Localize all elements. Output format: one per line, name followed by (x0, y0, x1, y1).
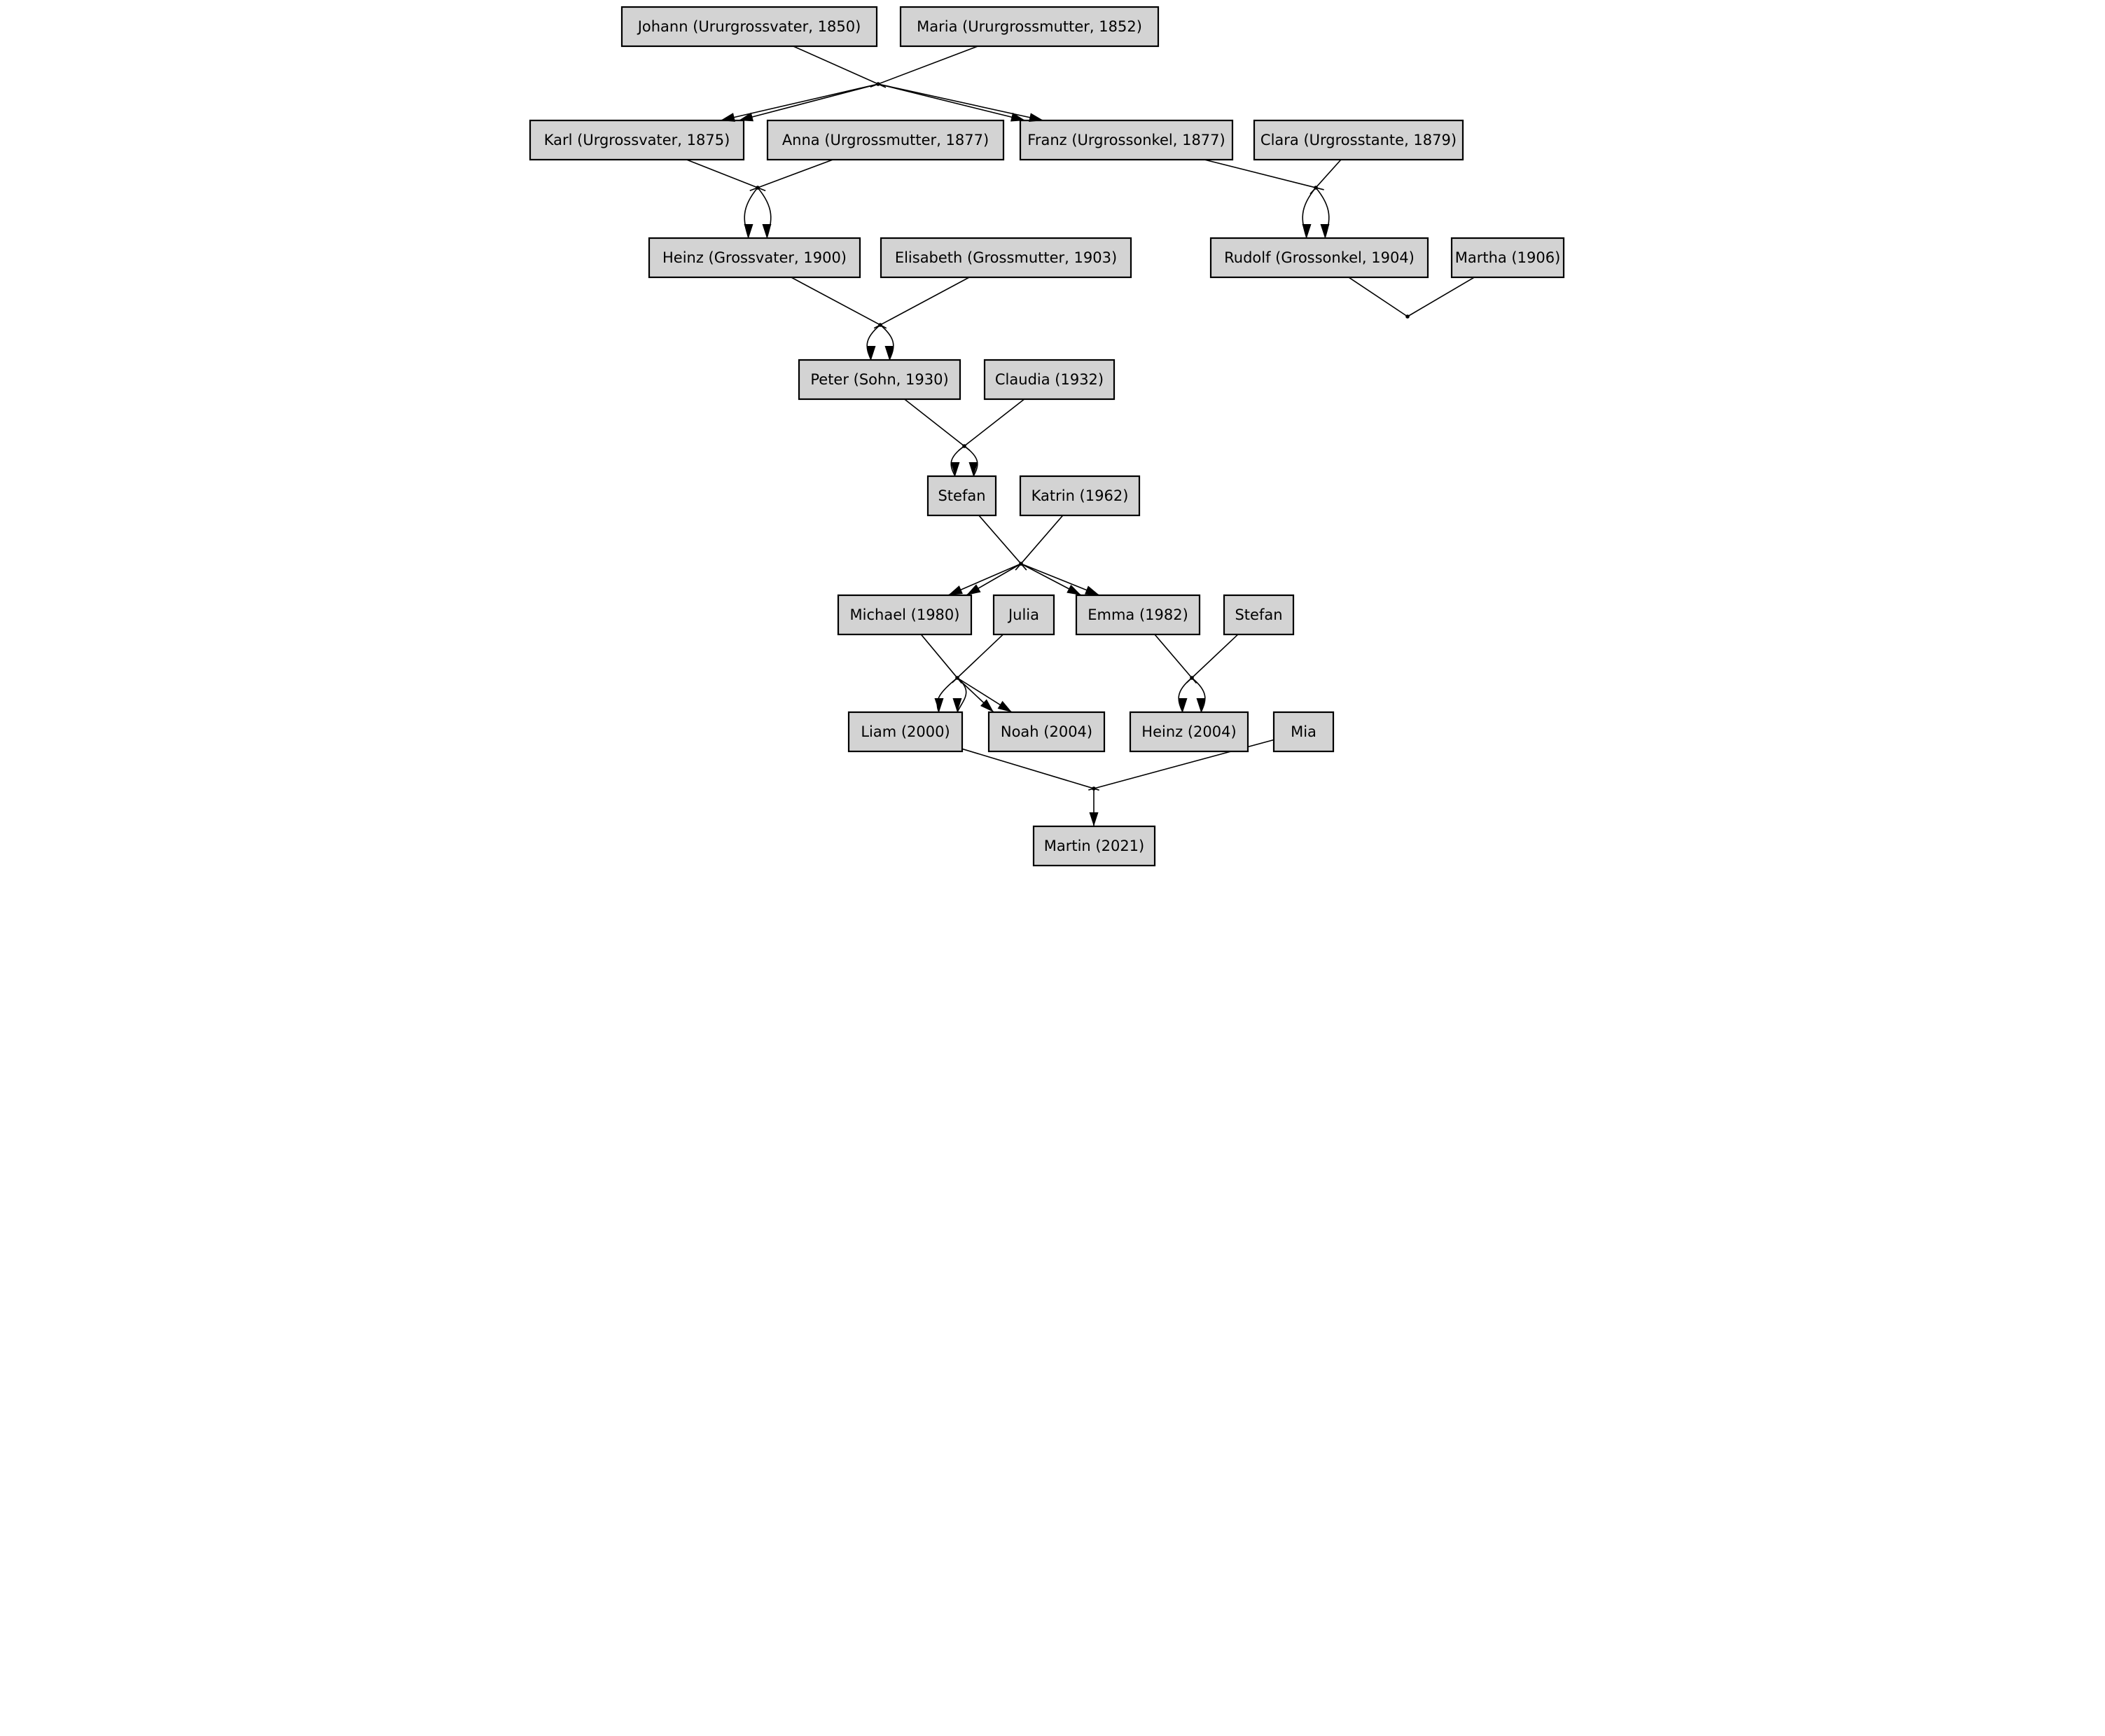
person-label-claudia: Claudia (1932) (994, 371, 1103, 388)
person-label-noah: Noah (2004) (1000, 723, 1092, 740)
arrowhead-franz-b (1028, 113, 1043, 123)
arrowhead-noah-a (980, 699, 994, 712)
person-node-heinz2 (1129, 711, 1249, 753)
person-label-rudolf: Rudolf (Grossonkel, 1904) (1224, 249, 1415, 266)
person-label-michael: Michael (1980) (849, 606, 959, 623)
person-label-martin: Martin (2021) (1043, 838, 1144, 854)
union-dot-u-michael-julia (954, 676, 959, 680)
family-tree-diagram: Johann (Ururgrossvater, 1850) Maria (Urur… (526, 0, 1579, 868)
person-label-karl: Karl (Urgrossvater, 1875) (543, 132, 730, 148)
person-node-katrin (1019, 475, 1140, 517)
arrowhead-stefan1-b (968, 462, 978, 476)
person-label-peter: Peter (Sohn, 1930) (810, 371, 948, 388)
family-tree-page: Johann (Ururgrossvater, 1850) Maria (Urur… (526, 0, 1579, 868)
arrowhead-karl-b (738, 112, 753, 122)
person-node-maria (899, 6, 1159, 48)
arrowhead-emma-b (1084, 585, 1099, 595)
arrowhead-stefan1-a (950, 462, 959, 476)
arrowhead-emma-a (1066, 584, 1081, 595)
person-label-clara: Clara (Urgrosstante, 1879) (1260, 132, 1456, 148)
person-label-maria: Maria (Ururgrossmutter, 1852) (917, 18, 1142, 35)
arrowheads-layer (720, 112, 1329, 826)
person-node-stefan1 (926, 475, 996, 517)
person-node-peter (798, 359, 961, 401)
arrowhead-rudolf-a (1302, 224, 1311, 238)
arrowhead-liam-b (952, 698, 961, 712)
person-node-karl (529, 119, 744, 161)
union-dot-u-emma-stefan2 (1189, 676, 1194, 680)
person-label-liam: Liam (2000) (861, 723, 950, 740)
person-labels-layer: Johann (Ururgrossvater, 1850) Maria (Urur… (543, 18, 1560, 854)
edge-child-karl-b (738, 83, 878, 121)
person-label-mia: Mia (1291, 723, 1317, 740)
edge-child-emma-b (1020, 563, 1099, 596)
arrowhead-liam-a (934, 698, 943, 712)
person-node-clara (1253, 119, 1464, 161)
person-label-heinz1: Heinz (Grossvater, 1900) (662, 249, 847, 266)
edge-child-franz-b (877, 83, 1043, 121)
person-label-heinz2: Heinz (2004) (1141, 723, 1236, 740)
person-node-julia (992, 594, 1055, 636)
person-node-mia (1272, 711, 1334, 753)
edge-child-heinz2-a (1177, 677, 1193, 713)
edge-child-franz-a (877, 83, 1025, 121)
edge-child-stefan1-b (964, 445, 978, 477)
edge-child-heinz2-b (1190, 677, 1206, 713)
arrowhead-michael-b (966, 584, 981, 595)
arrowhead-heinz1-a (744, 224, 753, 238)
union-dot-u-liam-mia (1091, 786, 1096, 791)
union-dots-layer (755, 82, 1410, 791)
person-label-elisabeth: Elisabeth (Grossmutter, 1903) (894, 249, 1116, 266)
edge-child-peter-b (879, 324, 894, 361)
person-node-noah (987, 711, 1105, 753)
arrowhead-martin (1089, 812, 1098, 826)
union-dot-u-rudolf-martha (1405, 314, 1410, 319)
union-dot-u-peter-claudia (961, 444, 966, 448)
edge-child-karl-a (720, 83, 878, 121)
union-dot-u-karl-anna (755, 186, 760, 190)
person-label-stefan1: Stefan (938, 487, 985, 504)
person-label-anna: Anna (Urgrossmutter, 1877) (781, 132, 988, 148)
arrowhead-heinz2-b (1196, 698, 1205, 712)
person-node-martin (1032, 825, 1155, 867)
person-label-franz: Franz (Urgrossonkel, 1877) (1027, 132, 1225, 148)
arrowhead-rudolf-b (1320, 224, 1329, 238)
person-node-martha (1450, 237, 1564, 279)
person-node-heinz1 (648, 237, 861, 279)
person-label-johann: Johann (Ururgrossvater, 1850) (636, 18, 861, 35)
person-node-liam (847, 711, 963, 753)
person-label-emma: Emma (1982) (1088, 606, 1188, 623)
person-boxes-layer (529, 6, 1564, 867)
person-node-claudia (983, 359, 1115, 401)
arrowhead-peter-b (884, 346, 894, 360)
arrowhead-heinz1-b (762, 224, 771, 238)
person-node-rudolf (1209, 237, 1429, 279)
person-label-katrin: Katrin (1962) (1031, 487, 1128, 504)
arrowhead-michael-a (947, 585, 963, 595)
person-node-anna (766, 119, 1004, 161)
person-node-elisabeth (880, 237, 1132, 279)
person-label-martha: Martha (1906) (1454, 249, 1560, 266)
edge-child-stefan1-a (950, 445, 964, 477)
person-label-julia: Julia (1006, 606, 1038, 623)
edge-parent-mia-to-u-liam-mia (1088, 731, 1304, 791)
person-node-stefan2 (1223, 594, 1294, 636)
union-dot-u-stefan-katrin (1018, 562, 1023, 566)
union-dot-u-franz-clara (1313, 186, 1318, 190)
union-dot-u-johann-maria (875, 82, 880, 86)
edge-child-liam-a (936, 677, 958, 713)
person-node-emma (1075, 594, 1200, 636)
arrowhead-franz-a (1010, 112, 1025, 122)
person-node-franz (1019, 119, 1233, 161)
person-node-michael (837, 594, 972, 636)
edge-child-peter-a (866, 324, 881, 361)
person-label-stefan2: Stefan (1235, 606, 1282, 623)
person-node-johann (620, 6, 877, 48)
arrowhead-peter-a (866, 346, 875, 360)
arrowhead-karl-a (720, 113, 735, 122)
union-dot-u-heinz-elisabeth (877, 323, 882, 327)
arrowhead-heinz2-a (1178, 698, 1187, 712)
arrowhead-noah-b (997, 700, 1012, 712)
